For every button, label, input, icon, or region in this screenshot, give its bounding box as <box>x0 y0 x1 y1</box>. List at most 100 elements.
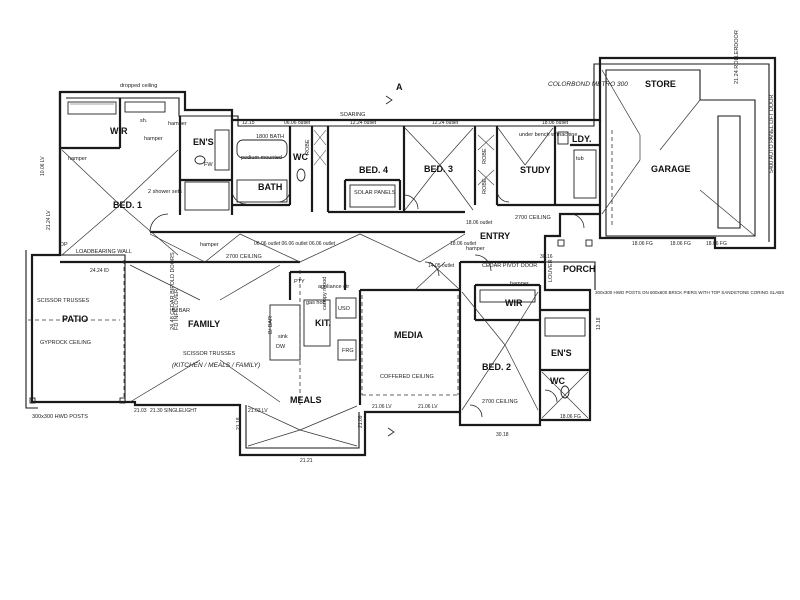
note-colorbond: COLORBOND METRO 300 <box>548 81 628 88</box>
note-dw: DW <box>276 344 286 350</box>
note-two-shower-sets: 2 shower sets <box>148 189 182 195</box>
annotations: dropped ceiling hamper hamper hamper ham… <box>32 30 784 420</box>
note-bar-1: B/ BAR <box>172 308 190 314</box>
room-entry: ENTRY <box>480 231 510 241</box>
room-bed3: BED. 3 <box>424 164 453 174</box>
note-coffered: COFFERED CEILING <box>380 374 434 380</box>
dim-22: 14.05 outlet <box>428 263 455 269</box>
note-gyprock: GYPROCK CEILING <box>40 340 91 346</box>
note-roller-door: 21.24 ROLLERDOOR <box>734 30 740 84</box>
note-hamper-2: hamper <box>144 136 163 142</box>
room-garage: GARAGE <box>651 164 691 174</box>
room-study: STUDY <box>520 165 551 175</box>
dim-11: 24.24 ID <box>90 268 109 274</box>
note-fd-infill: FD INFILLOVER <box>174 289 180 330</box>
dim-27: 18.06 outlet <box>466 220 493 226</box>
door-swings <box>149 189 585 418</box>
note-scissor-sub: (KITCHEN / MEALS / FAMILY) <box>172 362 260 369</box>
room-wc-2: WC <box>550 376 565 386</box>
room-bed1: BED. 1 <box>113 200 142 210</box>
dim-21: 30.18 <box>496 432 509 438</box>
note-hwd-posts-1: 300x300 HWD POSTS <box>32 414 88 420</box>
note-ceiling-2700: 2700 CEILING <box>226 254 262 260</box>
room-bed4: BED. 4 <box>359 165 388 175</box>
note-panel-lift: 5400 AUTO PANEL LIFT DOOR <box>769 95 775 173</box>
dim-20: 21.24 LV <box>46 210 52 230</box>
note-dropped-ceiling: dropped ceiling <box>120 83 157 89</box>
room-wc: WC <box>293 152 308 162</box>
note-hamper-6: hamper <box>510 281 529 287</box>
dim-03: 12.24 outlet <box>350 120 377 126</box>
note-tub: tub <box>576 156 584 162</box>
dim-07: 18.06 outlet <box>450 241 477 247</box>
room-media: MEDIA <box>394 330 424 340</box>
room-kit: KIT. <box>315 318 331 328</box>
room-ens-2: EN'S <box>551 348 572 358</box>
note-appliance: appliance ctr <box>318 284 349 290</box>
note-solar-panels: SOLAR PANELS <box>354 190 396 196</box>
dim-19: 10.06 LV <box>40 156 46 176</box>
room-ldy: LDY. <box>572 134 592 144</box>
room-patio: PATIO <box>62 314 88 324</box>
room-bed2: BED. 2 <box>482 362 511 372</box>
note-podium: podium mounted <box>241 155 282 161</box>
room-porch: PORCH <box>563 264 596 274</box>
note-under-bench: under bench w/machine <box>519 132 577 138</box>
dim-15: 21.06 LV <box>418 404 438 410</box>
dim-04: 12.24 outlet <box>432 120 459 126</box>
dim-06: 06.06 outlet 06.06 outlet 06.06 outlet <box>254 241 336 247</box>
ceiling-diagonals <box>61 69 756 447</box>
room-robe-1: ROBE <box>305 139 311 155</box>
dim-18: 18.06 FG <box>560 414 581 420</box>
room-ens-master: EN'S <box>193 137 214 147</box>
note-bar-2: B/ BAR <box>268 316 274 334</box>
room-robe-2: ROBE <box>482 148 488 164</box>
note-fw: FW <box>204 162 213 168</box>
dim-10: 18.06 FG <box>706 241 727 247</box>
note-frg: FRG <box>342 348 354 354</box>
room-family: FAMILY <box>188 319 220 329</box>
dim-12: 21.30 SINGLELIGHT <box>150 408 197 414</box>
note-ceiling-2700-b: 2700 CEILING <box>515 215 551 221</box>
note-sink: sink <box>278 334 288 340</box>
north-marker: A <box>396 82 403 92</box>
note-soaring: SOARING <box>340 112 365 118</box>
note-dp: DP <box>60 242 68 248</box>
note-cedar-pivot: CEDAR PIVOT DOOR <box>482 263 537 269</box>
dashed-lines <box>28 130 613 405</box>
dim-13: 21.03 LV <box>248 408 268 414</box>
note-loadbearing: LOADBEARING WALL <box>76 249 132 255</box>
note-cedar-bifold: 24.48 CEDAR BIFOLD DOORS <box>170 252 176 330</box>
note-hamper-4: hamper <box>466 246 485 252</box>
dim-26: 21.09 <box>358 415 364 428</box>
note-hamper-5: hamper <box>168 121 187 127</box>
note-uso: USO <box>338 306 351 312</box>
room-bath: BATH <box>258 182 282 192</box>
note-louver: LOUVER <box>548 259 554 282</box>
note-sh: sh. <box>140 118 148 124</box>
room-store: STORE <box>645 79 676 89</box>
room-wir-2: WIR <box>505 298 523 308</box>
note-canopy-rhood: canopy rhood <box>322 277 328 310</box>
dim-01: 12.15 <box>242 120 255 126</box>
note-ceiling-2700-c: 2700 CEILING <box>482 399 518 405</box>
note-hamper-1: hamper <box>68 156 87 162</box>
internal-walls <box>58 92 602 420</box>
note-hwd-posts-2: 300x300 HWD POSTS ON 600x600 BRICK PIERS… <box>595 290 784 295</box>
room-wir-master: WIR <box>110 126 128 136</box>
dim-02: 06.06 outlet <box>284 120 311 126</box>
dim-05: 18.06 outlet <box>542 120 569 126</box>
dim-16: 21.03 <box>134 408 147 414</box>
note-pty: PTY <box>294 279 305 285</box>
dim-14: 21.06 LV <box>372 404 392 410</box>
dim-17: 21.21 <box>300 458 313 464</box>
note-hamper-3: hamper <box>200 242 219 248</box>
room-robe-3: ROBE <box>482 178 488 194</box>
outer-walls <box>25 56 777 457</box>
north-arrow <box>385 95 395 437</box>
note-scissor-trusses-2: SCISSOR TRUSSES <box>183 351 235 357</box>
dim-08: 18.06 FG <box>632 241 653 247</box>
room-meals: MEALS <box>290 395 322 405</box>
fixtures <box>29 101 597 404</box>
